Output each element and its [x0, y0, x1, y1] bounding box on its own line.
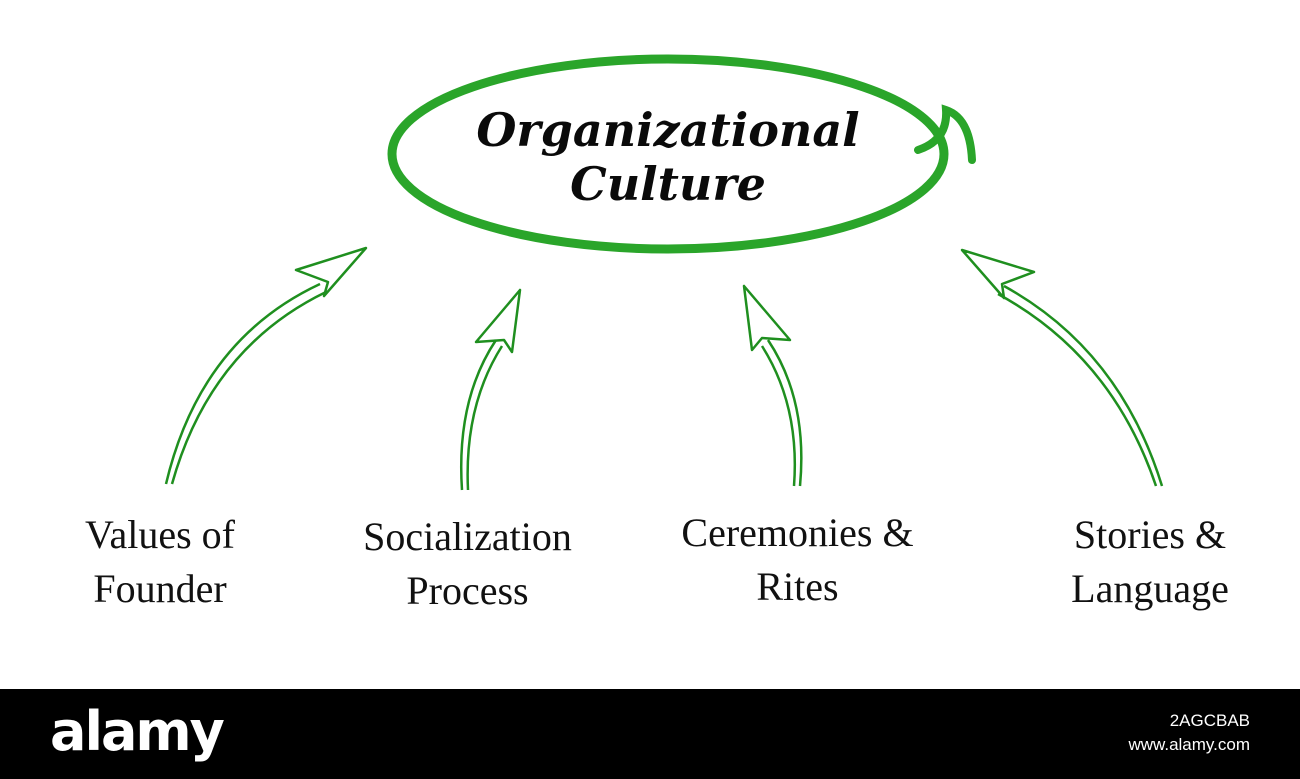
center-title-line-2: Culture: [570, 157, 766, 211]
arrow-shaft-inner: [170, 290, 327, 485]
arrow-head: [474, 288, 522, 354]
watermark-info: 2AGCBAB www.alamy.com: [1128, 709, 1250, 757]
node-label-line: Socialization: [363, 514, 572, 559]
center-ellipse: [387, 54, 976, 254]
watermark-bar: alamy 2AGCBAB www.alamy.com: [0, 689, 1300, 779]
arrow-shaft: [164, 282, 321, 485]
node-label-line: Language: [1071, 566, 1229, 611]
arrow-head: [960, 248, 1036, 300]
node-label-socialization-process: Socialization Process: [325, 510, 610, 618]
arrow-head: [294, 246, 368, 298]
arrow-stories-language: [960, 248, 1164, 487]
center-ellipse-tail: [914, 104, 976, 164]
center-title-line-1: Organizational: [476, 103, 859, 157]
node-label-line: Ceremonies &: [681, 510, 914, 555]
watermark-url: www.alamy.com: [1128, 735, 1250, 754]
node-label-line: Process: [406, 568, 529, 613]
arrow-shaft: [766, 339, 803, 487]
node-label-line: Founder: [93, 566, 227, 611]
node-label-values-of-founder: Values of Founder: [40, 508, 280, 616]
node-label-line: Stories &: [1073, 512, 1227, 557]
node-label-stories-language: Stories & Language: [1035, 508, 1265, 616]
arrow-shaft-inner: [466, 345, 504, 491]
arrow-ceremonies-rites: [742, 284, 803, 487]
center-ellipse-stroke: [387, 54, 949, 254]
node-label-ceremonies-rites: Ceremonies & Rites: [645, 506, 950, 614]
watermark-logo: alamy: [50, 700, 225, 763]
arrow-shaft: [1003, 284, 1164, 487]
watermark-image-id: 2AGCBAB: [1169, 711, 1250, 730]
node-label-line: Rites: [756, 564, 839, 609]
node-label-line: Values of: [85, 512, 235, 557]
arrow-shaft-inner: [997, 292, 1158, 487]
diagram-graphic: Organizational Culture: [164, 54, 1164, 491]
arrow-shaft-inner: [760, 345, 797, 487]
arrow-socialization-process: [459, 288, 522, 491]
arrow-values-of-founder: [164, 246, 368, 485]
arrow-head: [742, 284, 792, 352]
arrow-shaft: [459, 339, 498, 491]
